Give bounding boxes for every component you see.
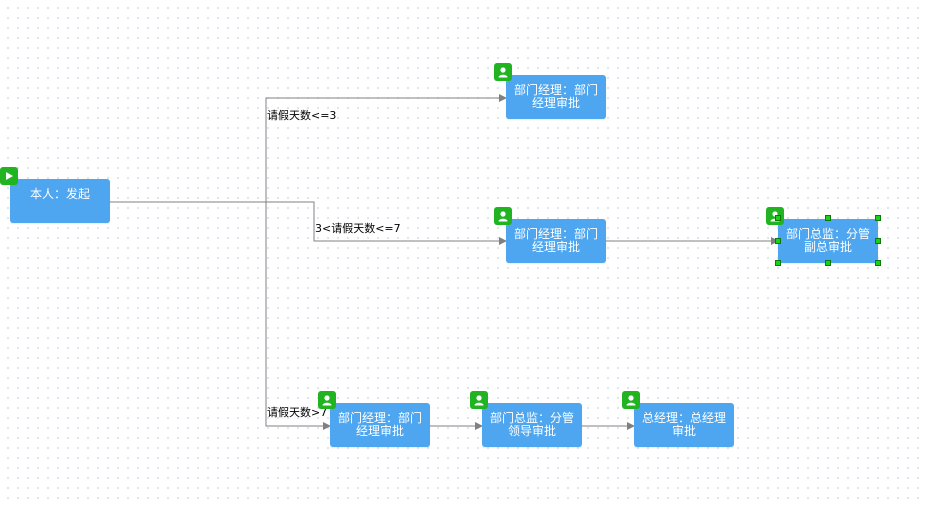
node-start[interactable]: 本人：发起 [10, 179, 110, 223]
node-dept-director-b-label: 部门总监：分管副总审批 [785, 227, 870, 254]
node-dept-director-c-label: 部门总监：分管领导审批 [489, 411, 574, 438]
user-icon [494, 207, 512, 225]
edge-cond-c[interactable] [265, 202, 331, 430]
resize-handle-e[interactable] [875, 238, 881, 244]
edge-label-cond-a: 请假天数<=3 [267, 109, 337, 122]
resize-handle-s[interactable] [825, 260, 831, 266]
edge-cond-a[interactable] [265, 94, 507, 202]
resize-handle-ne[interactable] [875, 215, 881, 221]
play-icon [0, 167, 18, 185]
resize-handle-nw[interactable] [775, 215, 781, 221]
user-icon [622, 391, 640, 409]
user-icon [470, 391, 488, 409]
resize-handle-n[interactable] [825, 215, 831, 221]
edge-label-cond-b: 3<请假天数<=7 [315, 222, 401, 235]
user-icon [318, 391, 336, 409]
node-dept-director-b[interactable]: 部门总监：分管副总审批 [778, 219, 878, 263]
node-general-manager-c-label: 总经理：总经理审批 [641, 411, 726, 438]
node-start-label: 本人：发起 [29, 186, 90, 201]
edge-label-cond-c: 请假天数>7 [267, 406, 328, 419]
node-dept-manager-c[interactable]: 部门经理：部门经理审批 [330, 403, 430, 447]
node-dept-manager-c-label: 部门经理：部门经理审批 [337, 411, 422, 438]
resize-handle-sw[interactable] [775, 260, 781, 266]
resize-handle-w[interactable] [775, 238, 781, 244]
resize-handle-se[interactable] [875, 260, 881, 266]
edge-cond-b[interactable] [266, 201, 507, 245]
user-icon [494, 63, 512, 81]
node-dept-manager-b[interactable]: 部门经理：部门经理审批 [506, 219, 606, 263]
node-dept-manager-b-label: 部门经理：部门经理审批 [513, 227, 598, 254]
node-dept-manager-a-label: 部门经理：部门经理审批 [513, 83, 598, 110]
node-dept-director-c[interactable]: 部门总监：分管领导审批 [482, 403, 582, 447]
node-general-manager-c[interactable]: 总经理：总经理审批 [634, 403, 734, 447]
node-dept-manager-a[interactable]: 部门经理：部门经理审批 [506, 75, 606, 119]
